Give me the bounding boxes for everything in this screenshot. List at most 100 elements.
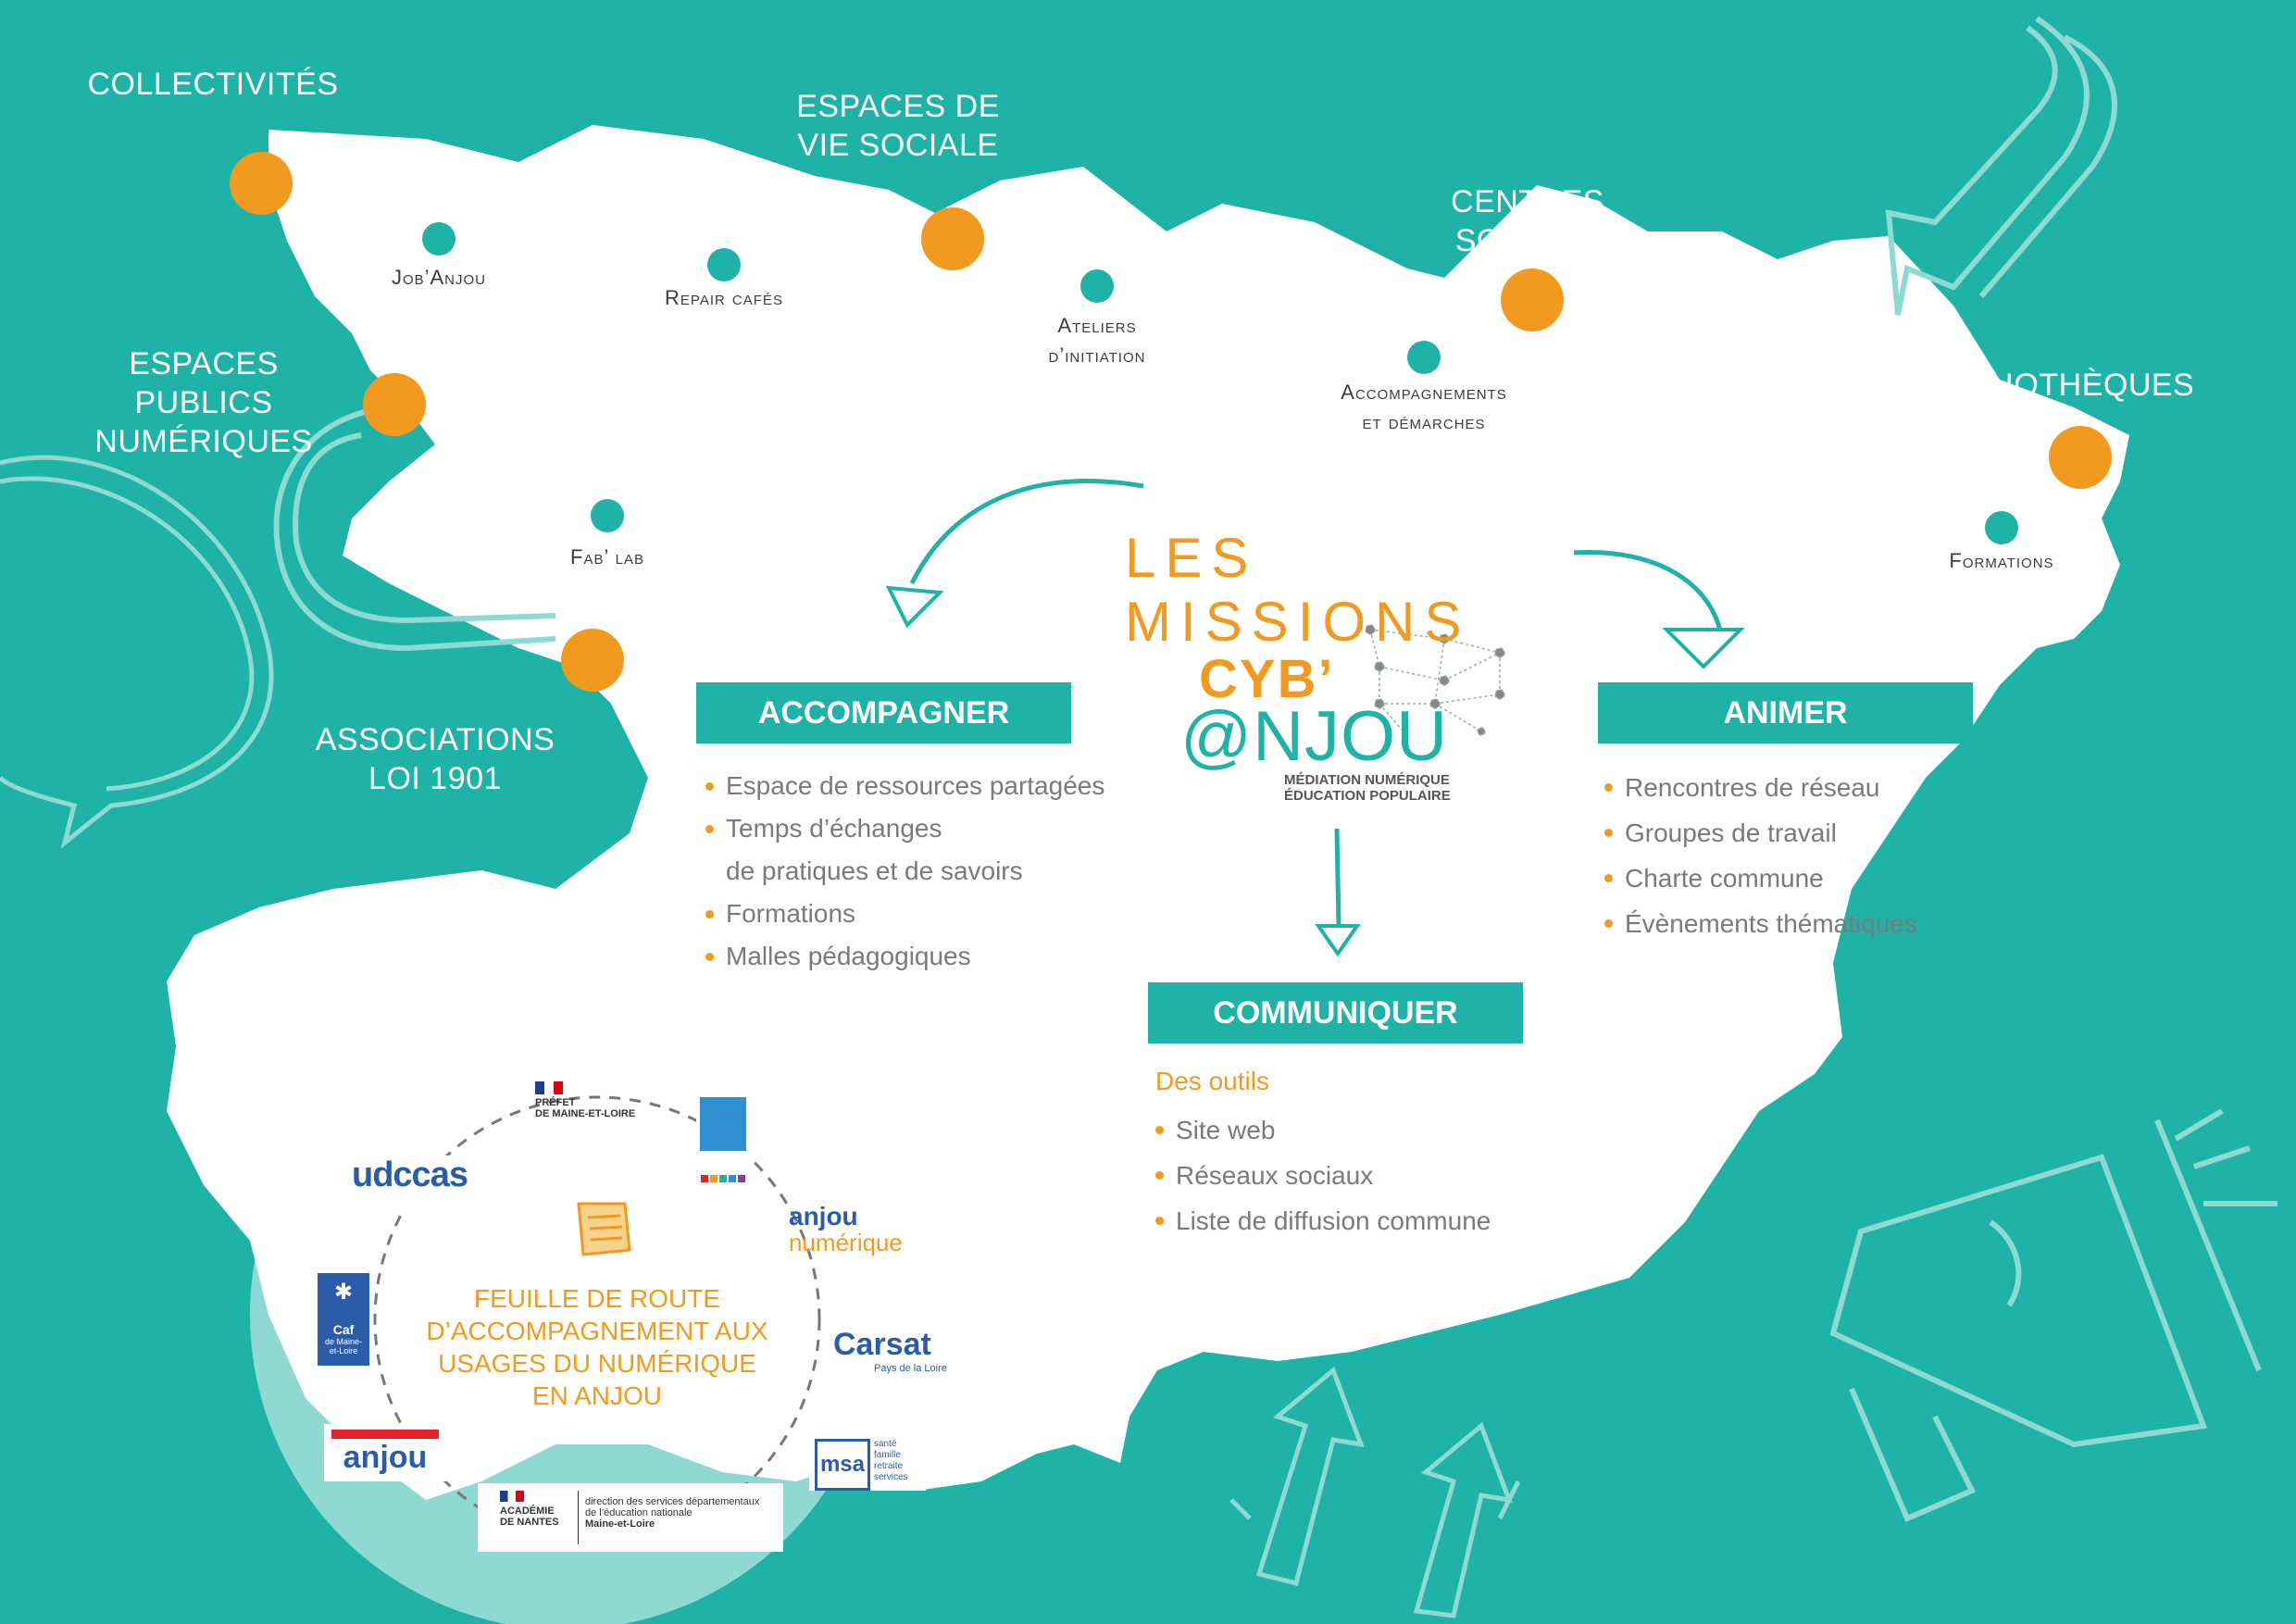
bullet-icon — [1155, 1126, 1164, 1134]
animer-banner: ANIMER — [1598, 682, 1973, 743]
anjou-numerique-logo: anjou numérique — [789, 1204, 952, 1261]
accompagner-list: Espace de ressources partagées Temps d’é… — [705, 765, 1150, 978]
msa-side-line: retraite — [874, 1461, 904, 1471]
sector-label-line: PUBLICS — [134, 385, 273, 420]
sector-label-line: ASSOCIATIONS — [315, 722, 555, 757]
list-item: Malles pédagogiques — [705, 935, 1150, 978]
list-item: Formations — [705, 893, 1150, 935]
anjou-text: anjou — [343, 1440, 428, 1475]
place-label: Job’Anjou — [391, 266, 487, 289]
place-label: Repair cafés — [665, 286, 783, 309]
cyb-anjou-logo: CYB’ @NJOU MÉDIATION NUMÉRIQUE ÉDUCATION… — [1180, 648, 1495, 806]
carsat-sub: Pays de la Loire — [874, 1363, 947, 1374]
list-item-text: Formations — [726, 899, 856, 928]
bullet-icon — [705, 953, 714, 961]
sector-label-line: NUMÉRIQUES — [94, 424, 313, 459]
caf-sub1: de Maine- — [324, 1337, 363, 1346]
bullet-icon — [705, 825, 714, 833]
federation-icon — [700, 1097, 746, 1151]
sector-dots — [230, 152, 2112, 692]
msa-side-line: services — [874, 1472, 908, 1482]
place-label-line: d’initiation — [1048, 344, 1146, 367]
sector-espaces-vie-sociale: ESPACES DE VIE SOCIALE — [759, 87, 1037, 165]
list-item-text: Temps d’échanges — [726, 814, 942, 843]
curved-arrow-top-right — [1885, 16, 2117, 316]
list-item-text-cont: de pratiques et de savoirs — [726, 856, 1023, 885]
sector-label-line: ESPACES — [129, 346, 279, 381]
sector-label-line: ESPACES DE — [796, 89, 1000, 124]
scroll-icon — [577, 1202, 631, 1256]
curved-arrow-left — [273, 405, 556, 652]
caf-name: Caf — [332, 1322, 355, 1337]
msa-text: msa — [815, 1439, 870, 1491]
sector-label-line: LOI 1901 — [368, 761, 502, 796]
anjou-stripe — [331, 1430, 439, 1439]
bullet-icon — [705, 782, 714, 791]
network-graphic — [1365, 624, 1505, 737]
place-label: Fab’ lab — [570, 545, 644, 568]
logo-tagline: MÉDIATION NUMÉRIQUE ÉDUCATION POPULAIRE — [1284, 772, 1451, 804]
academie-logo: ACADÉMIE DE NANTES direction des service… — [478, 1483, 783, 1552]
place-accompagnements: Accompagnements et démarches — [1304, 378, 1544, 437]
bullet-icon — [1604, 919, 1613, 928]
list-item-text: Site web — [1176, 1116, 1276, 1144]
list-item: Espace de ressources partagées — [705, 765, 1150, 807]
academie-line2: DE NANTES — [500, 1517, 559, 1528]
list-item: Réseaux sociaux — [1155, 1153, 1563, 1198]
list-item: Temps d’échanges de pratiques et de savoi… — [705, 807, 1150, 893]
list-item-text: Liste de diffusion commune — [1176, 1206, 1491, 1235]
bullet-icon — [1155, 1217, 1164, 1225]
list-item: Liste de diffusion commune — [1155, 1198, 1563, 1243]
place-fab-lab: Fab’ lab — [515, 543, 700, 572]
carsat-logo: Carsat Pays de la Loire — [833, 1327, 981, 1384]
anjou-logo: anjou — [324, 1424, 446, 1481]
list-item-text: Espace de ressources partagées — [726, 771, 1105, 800]
roadmap-line: FEUILLE DE ROUTE — [473, 1284, 721, 1313]
list-item-text: Évènements thématiques — [1625, 909, 1917, 938]
asterisk-icon: ✱ — [333, 1280, 354, 1305]
roadmap-line: EN ANJOU — [531, 1381, 663, 1410]
caf-badge: ✱ Caf de Maine- et-Loire — [318, 1273, 369, 1366]
udccas-text: udccas — [352, 1156, 468, 1194]
roadmap-line: USAGES DU NUMÉRIQUE — [438, 1349, 756, 1378]
logo-line2: @NJOU — [1180, 697, 1449, 776]
divider — [578, 1491, 579, 1544]
speech-bubble-icon — [0, 455, 274, 849]
communiquer-subhead: Des outils — [1155, 1067, 1269, 1095]
place-label-line: et démarches — [1362, 410, 1486, 433]
place-label-line: Accompagnements — [1341, 381, 1507, 404]
place-ateliers: Ateliers d’initiation — [1004, 311, 1190, 370]
roadmap-text: FEUILLE DE ROUTE D’ACCOMPAGNEMENT AUX US… — [407, 1282, 787, 1412]
msa-side: santé famille retraite services — [874, 1439, 908, 1483]
place-repair-cafes: Repair cafés — [631, 283, 817, 313]
list-item-text: Malles pédagogiques — [726, 942, 971, 970]
list-item: Évènements thématiques — [1604, 901, 2012, 946]
caf-sub2: et-Loire — [329, 1346, 358, 1355]
list-item-text: Groupes de travail — [1625, 818, 1837, 847]
place-label-line: Ateliers — [1057, 314, 1137, 337]
bullet-icon — [705, 910, 714, 918]
place-formations: Formations — [1909, 546, 2094, 576]
logo-line1: CYB’ — [1199, 649, 1335, 709]
prefet-logo: PRÉFET DE MAINE-ET-LOIRE — [535, 1081, 655, 1133]
map-shape — [167, 125, 2129, 1500]
flag-icon — [535, 1081, 563, 1094]
list-item-text: Rencontres de réseau — [1625, 773, 1880, 802]
caf-logo: ✱ Caf de Maine- et-Loire — [315, 1270, 372, 1368]
place-label: Formations — [1949, 549, 2054, 572]
msa-side-line: santé — [874, 1439, 897, 1449]
sector-label-line: CENTRES — [1451, 184, 1604, 219]
sector-collectivites: COLLECTIVITÉS — [74, 65, 352, 104]
list-item: Charte commune — [1604, 856, 2012, 901]
sector-label-line: SOCIAUX — [1454, 223, 1601, 258]
list-item-text: Réseaux sociaux — [1176, 1161, 1374, 1190]
sector-bibliotheques: BIBLIOTHÈQUES — [1926, 366, 2203, 405]
mission-arrows — [885, 479, 1745, 957]
accompagner-banner: ACCOMPAGNER — [696, 682, 1071, 743]
flag-icon — [500, 1491, 524, 1502]
list-item-text: Charte commune — [1625, 864, 1824, 893]
logo-tag2: ÉDUCATION POPULAIRE — [1284, 788, 1451, 804]
bullet-icon — [1604, 829, 1613, 837]
megaphone-icon — [1829, 1108, 2277, 1522]
